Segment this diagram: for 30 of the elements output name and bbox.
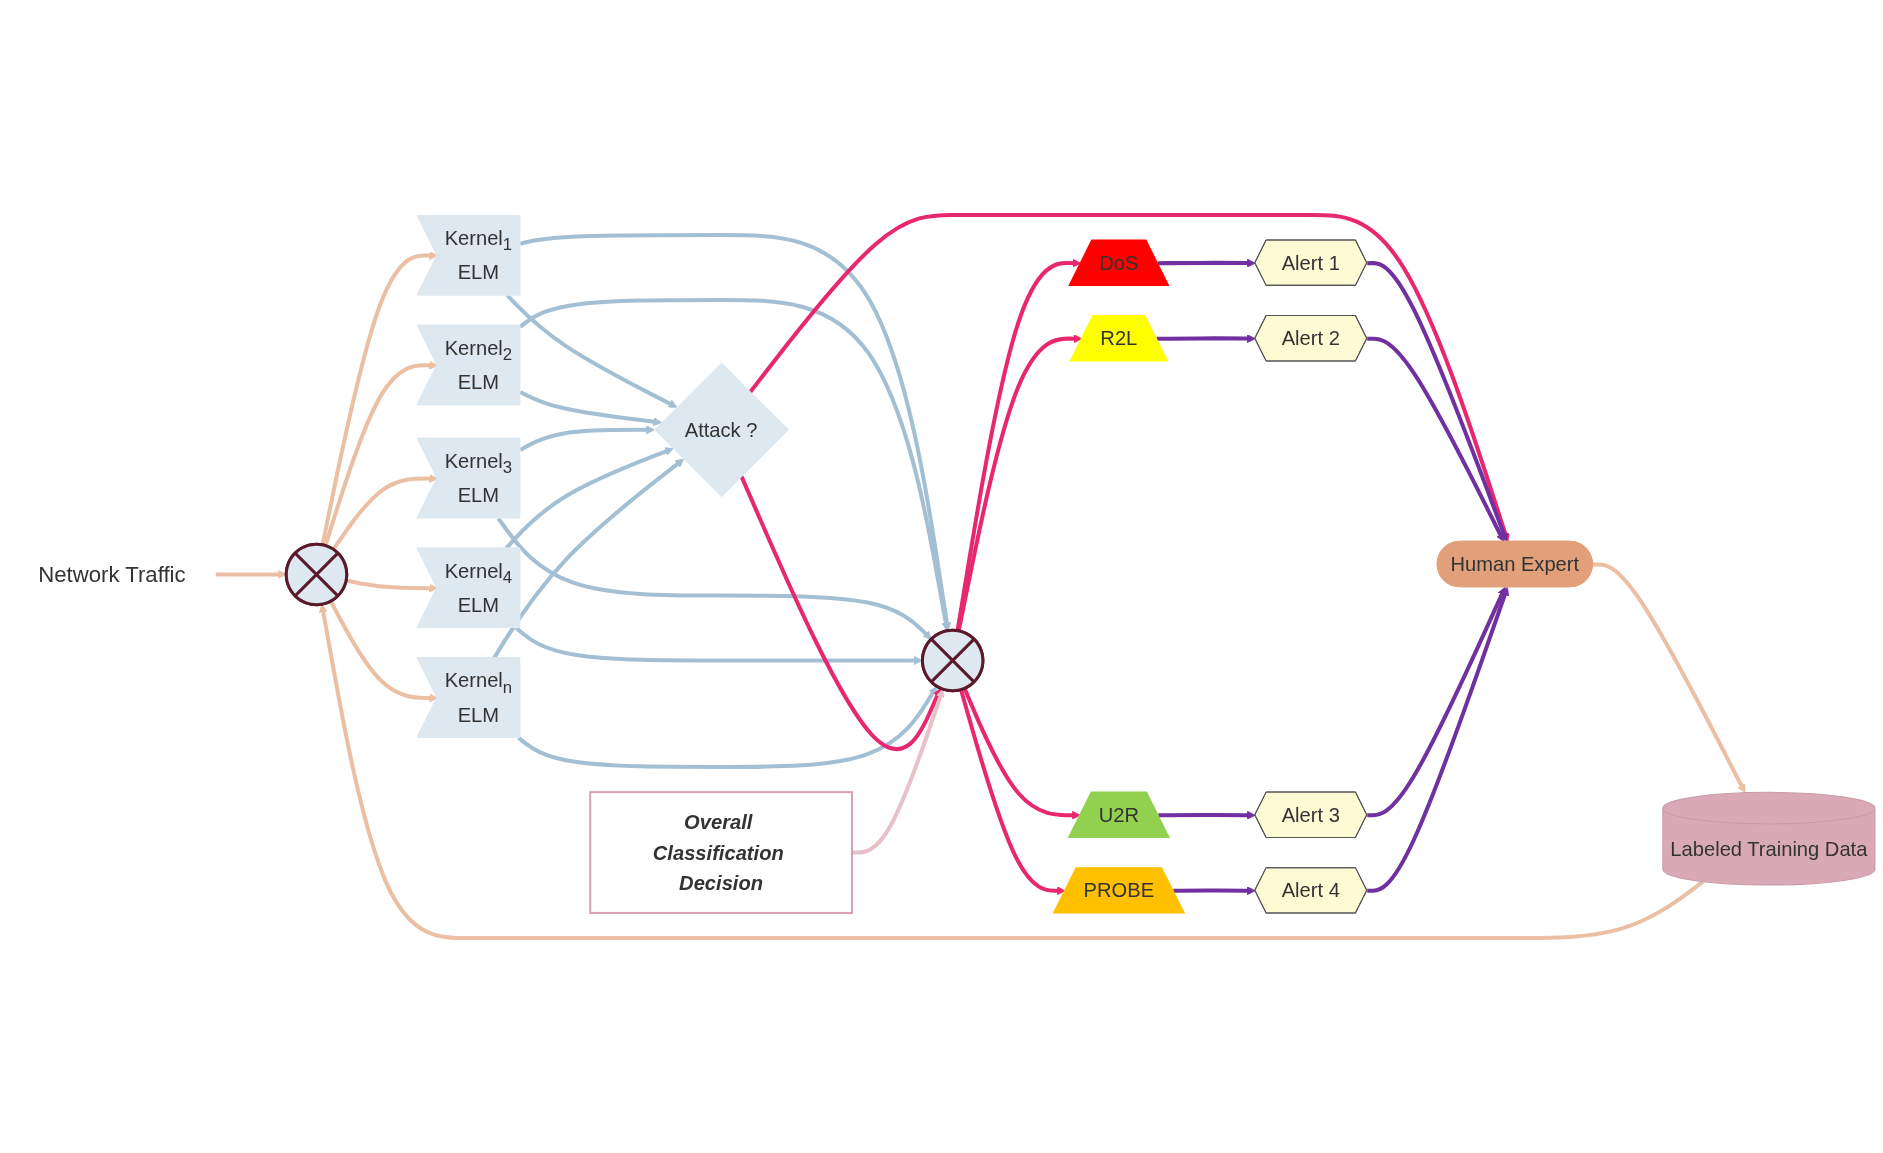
arrow: [505, 294, 678, 408]
arrow: [517, 685, 938, 769]
arrow: [519, 390, 663, 427]
arrow: [962, 687, 1081, 820]
arrow: [955, 258, 1082, 631]
arrow: [496, 517, 932, 640]
arrow: [1367, 261, 1509, 543]
arrow: [851, 688, 945, 855]
arrow: [748, 212, 1510, 543]
arrow: [331, 474, 438, 551]
arrow: [318, 603, 1705, 941]
arrow: [1367, 586, 1509, 893]
arrow: [1158, 810, 1256, 820]
node-diamond: Attack ?: [654, 362, 789, 498]
arrow: [519, 297, 951, 632]
arrow: [1156, 334, 1256, 344]
arrow: [1592, 562, 1746, 794]
arrow: [519, 425, 655, 452]
node-text: Network Traffic: [38, 561, 186, 588]
arrow: [1173, 886, 1256, 896]
arrow: [519, 233, 952, 632]
arrow: [1157, 258, 1256, 268]
arrow: [328, 600, 438, 703]
arrow: [320, 251, 438, 546]
arrow: [959, 688, 1066, 896]
node-box: Overall Classification Decision: [589, 791, 853, 914]
arrow: [739, 475, 942, 751]
arrow: [1367, 586, 1506, 818]
arrow: [323, 360, 438, 547]
arrow: [1367, 336, 1505, 543]
